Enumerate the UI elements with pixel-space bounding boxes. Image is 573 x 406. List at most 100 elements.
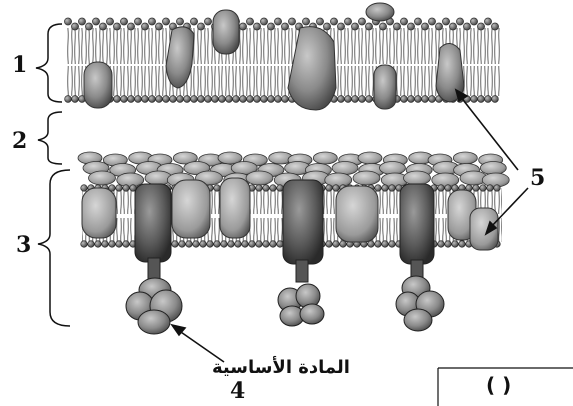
phospholipid-head bbox=[414, 18, 421, 25]
phospholipid-head bbox=[281, 23, 288, 30]
phospholipid-head bbox=[228, 241, 235, 248]
label-1: 1 bbox=[12, 52, 27, 78]
phospholipid-head bbox=[365, 23, 372, 30]
phospholipid-head bbox=[78, 18, 85, 25]
phospholipid-head bbox=[442, 18, 449, 25]
phospholipid-head bbox=[351, 23, 358, 30]
phospholipid-head bbox=[484, 18, 491, 25]
phospholipid-head bbox=[445, 185, 452, 192]
phospholipid-head bbox=[375, 241, 382, 248]
phospholipid-head bbox=[480, 185, 487, 192]
phospholipid-head bbox=[212, 96, 219, 103]
phospholipid-head bbox=[333, 241, 340, 248]
phospholipid-head bbox=[172, 241, 179, 248]
label-3: 3 bbox=[16, 232, 31, 258]
substance-label: المادة الأساسية bbox=[212, 356, 350, 378]
phospholipid-head bbox=[113, 23, 120, 30]
phospholipid-head bbox=[148, 18, 155, 25]
phospholipid-head bbox=[214, 241, 221, 248]
phospholipid-head bbox=[177, 96, 184, 103]
bracket-3 bbox=[38, 170, 70, 326]
phospholipid-head bbox=[366, 96, 373, 103]
phospholipid-head bbox=[99, 23, 106, 30]
phospholipid-head bbox=[323, 23, 330, 30]
phospholipid-head bbox=[247, 96, 254, 103]
phospholipid-head bbox=[389, 241, 396, 248]
surface-cell bbox=[358, 152, 382, 164]
phospholipid-head bbox=[240, 96, 247, 103]
phospholipid-head bbox=[197, 23, 204, 30]
label-5: 5 bbox=[530, 165, 545, 191]
phospholipid-head bbox=[256, 241, 263, 248]
surface-cell bbox=[453, 152, 477, 164]
phospholipid-head bbox=[95, 241, 102, 248]
phospholipid-head bbox=[141, 23, 148, 30]
label-4: 4 bbox=[230, 378, 245, 404]
phospholipid-head bbox=[333, 185, 340, 192]
phospholipid-head bbox=[288, 18, 295, 25]
phospholipid-head bbox=[274, 18, 281, 25]
phospholipid-head bbox=[438, 185, 445, 192]
surface-cell bbox=[379, 162, 405, 175]
phospholipid-head bbox=[345, 96, 352, 103]
phospholipid-head bbox=[214, 185, 221, 192]
phospholipid-head bbox=[65, 96, 72, 103]
answer-box: ( ) bbox=[438, 368, 573, 406]
phospholipid-head bbox=[184, 96, 191, 103]
phospholipid-head bbox=[155, 23, 162, 30]
phospholipid-head bbox=[358, 18, 365, 25]
phospholipid-head bbox=[198, 96, 205, 103]
phospholipid-head bbox=[233, 96, 240, 103]
phospholipid-head bbox=[375, 185, 382, 192]
phospholipid-head bbox=[134, 18, 141, 25]
phospholipid-head bbox=[85, 23, 92, 30]
phospholipid-head bbox=[179, 241, 186, 248]
phospholipid-head bbox=[277, 241, 284, 248]
phospholipid-head bbox=[239, 23, 246, 30]
phospholipid-head bbox=[135, 96, 142, 103]
phospholipid-head bbox=[71, 23, 78, 30]
phospholipid-head bbox=[207, 241, 214, 248]
phospholipid-head bbox=[170, 96, 177, 103]
phospholipid-head bbox=[162, 18, 169, 25]
phospholipid-head bbox=[106, 18, 113, 25]
phospholipid-head bbox=[415, 96, 422, 103]
phospholipid-head bbox=[109, 241, 116, 248]
phospholipid-head bbox=[344, 18, 351, 25]
phospholipid-head bbox=[116, 241, 123, 248]
phospholipid-head bbox=[494, 185, 501, 192]
phospholipid-head bbox=[204, 18, 211, 25]
phospholipid-head bbox=[176, 18, 183, 25]
surface-cell bbox=[332, 162, 358, 175]
bracket-1 bbox=[36, 24, 62, 102]
transmembrane-protein-2 bbox=[278, 180, 324, 326]
phospholipid-head bbox=[316, 18, 323, 25]
phospholipid-head bbox=[81, 241, 88, 248]
phospholipid-head bbox=[163, 96, 170, 103]
phospholipid-head bbox=[382, 185, 389, 192]
phospholipid-head bbox=[485, 96, 492, 103]
phospholipid-head bbox=[219, 96, 226, 103]
phospholipid-head bbox=[302, 18, 309, 25]
phospholipid-head bbox=[261, 96, 268, 103]
phospholipid-head bbox=[337, 23, 344, 30]
phospholipid-head bbox=[123, 241, 130, 248]
phospholipid-head bbox=[275, 96, 282, 103]
phospholipid-head bbox=[459, 241, 466, 248]
phospholipid-head bbox=[116, 185, 123, 192]
phospholipid-head bbox=[114, 96, 121, 103]
phospholipid-head bbox=[221, 241, 228, 248]
phospholipid-head bbox=[435, 23, 442, 30]
phospholipid-head bbox=[92, 18, 99, 25]
phospholipid-head bbox=[492, 96, 499, 103]
phospholipid-head bbox=[471, 96, 478, 103]
phospholipid-head bbox=[156, 96, 163, 103]
phospholipid-head bbox=[352, 96, 359, 103]
phospholipid-head bbox=[477, 23, 484, 30]
phospholipid-head bbox=[260, 18, 267, 25]
phospholipid-head bbox=[127, 23, 134, 30]
phospholipid-head bbox=[473, 185, 480, 192]
phospholipid-head bbox=[478, 96, 485, 103]
phospholipid-head bbox=[249, 241, 256, 248]
